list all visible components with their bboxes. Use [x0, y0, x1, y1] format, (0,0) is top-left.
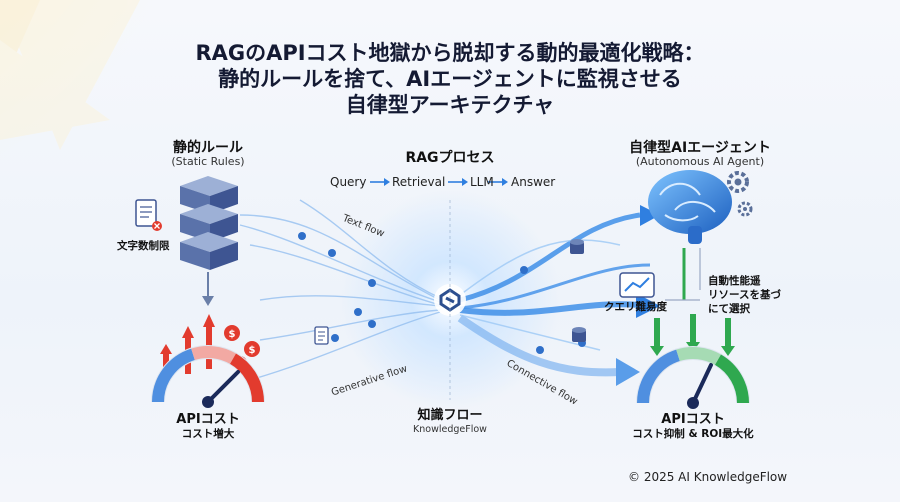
- process-step-query: Query: [330, 175, 367, 189]
- knowledge-flow-title: 知識フロー: [417, 408, 483, 423]
- difficulty-chart-icon: [619, 272, 655, 298]
- left-flow-nodes: [298, 232, 376, 342]
- light-glow: [0, 0, 220, 220]
- ai-agent-subheading: (Autonomous AI Agent): [635, 155, 765, 168]
- copyright-footer: © 2025 AI KnowledgeFlow: [628, 470, 788, 484]
- rag-process-heading: RAGプロセス: [405, 150, 495, 166]
- cost-increase-label: コスト増大: [181, 428, 235, 440]
- query-difficulty-label: クエリ難易度: [604, 301, 667, 313]
- database-icons: [570, 239, 586, 342]
- down-arrow-left: [202, 272, 214, 306]
- static-rules-subheading: (Static Rules): [171, 155, 245, 168]
- char-limit-label: 文字数制限: [117, 240, 170, 252]
- static-rules-heading: 静的ルール: [173, 140, 243, 156]
- cost-gauge-high: [151, 345, 265, 408]
- cost-control-label: コスト抑制 & ROI最大化: [632, 428, 754, 440]
- process-step-answer: Answer: [511, 175, 556, 189]
- document-icon-center: [314, 326, 329, 345]
- api-cost-left-title: APIコスト: [176, 412, 240, 427]
- agent-note-line1: 自動性能遥: [708, 275, 761, 287]
- agent-note-line3: にて選択: [708, 303, 750, 315]
- process-arrows: [370, 178, 508, 186]
- hub-icon: [434, 284, 466, 316]
- gear-icon: [727, 171, 753, 217]
- server-stack-icon: [180, 176, 238, 270]
- process-step-retrieval: Retrieval: [392, 175, 446, 189]
- light-rays: [0, 0, 140, 150]
- knowledge-flow-sub: KnowledgeFlow: [413, 424, 487, 435]
- api-cost-right-title: APIコスト: [661, 412, 725, 427]
- right-flow-arrows: [457, 205, 660, 386]
- brain-icon: [648, 170, 732, 244]
- agent-monitor-lines: [665, 248, 701, 301]
- agent-note: 自動性能遥 リソースを基づ にて選択: [708, 274, 781, 316]
- page-title-line3: 自律型アーキテクチャ: [345, 93, 555, 117]
- agent-note-line2: リソースを基づ: [708, 289, 781, 301]
- left-flow-lines: [239, 199, 441, 381]
- svg-text:$: $: [229, 329, 236, 340]
- green-down-arrows: [650, 314, 735, 356]
- page-title-line2: 静的ルールを捨て、AIエージェントに監視させる: [218, 67, 682, 91]
- ai-agent-heading: 自律型AIエージェント: [629, 140, 771, 156]
- process-step-llm: LLM: [470, 175, 494, 189]
- svg-text:$: $: [249, 345, 256, 356]
- document-limit-icon: [135, 199, 162, 231]
- page-title-line1: RAGのAPIコスト地獄から脱却する動的最適化戦略：: [195, 41, 705, 65]
- cost-gauge-low: [636, 346, 750, 409]
